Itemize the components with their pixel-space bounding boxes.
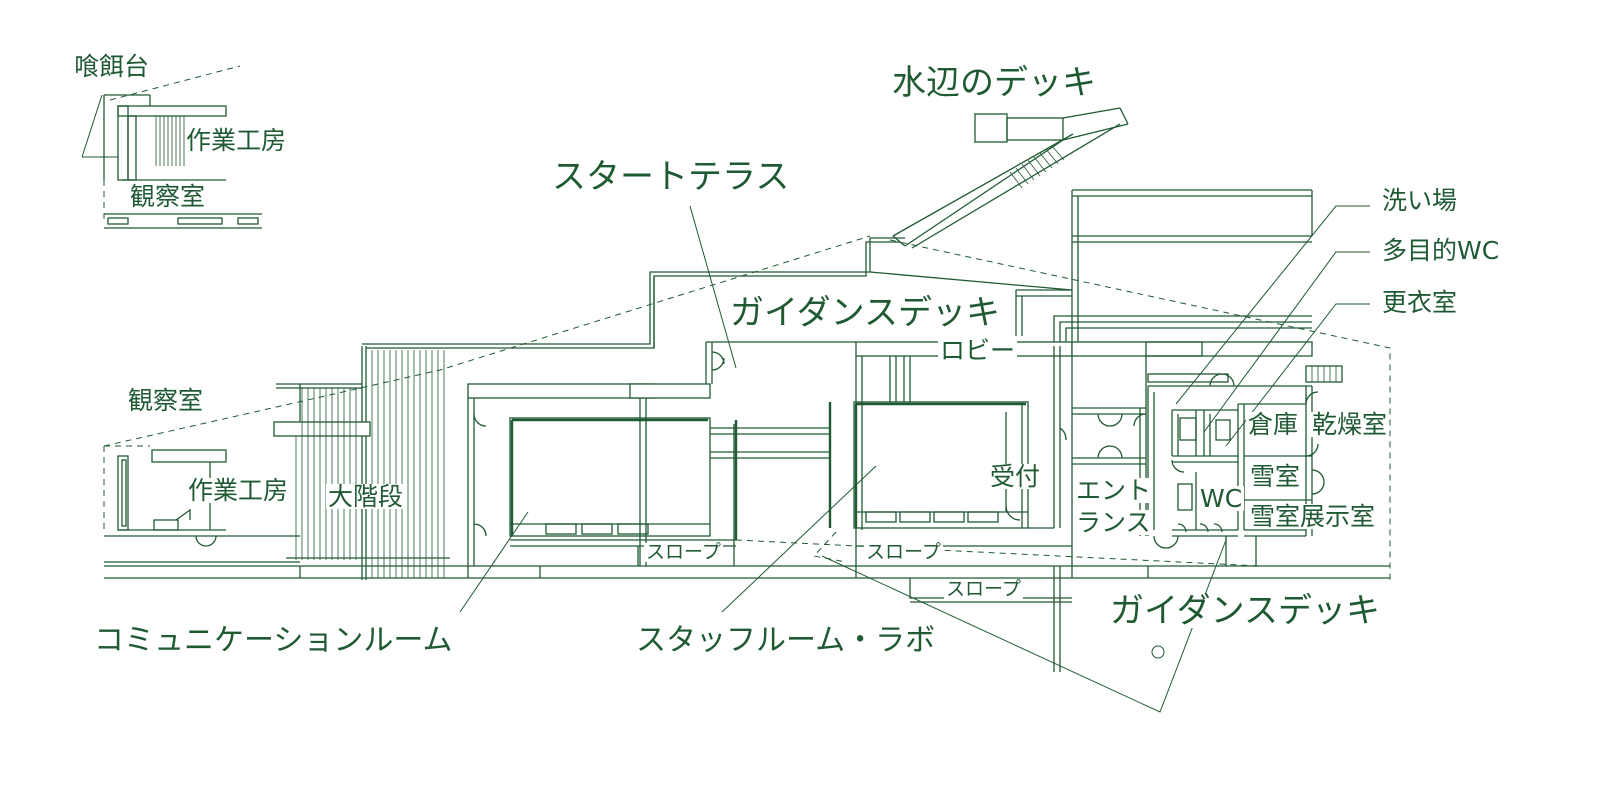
inset-top-stair-hatch <box>155 116 185 166</box>
left-observation-building <box>104 449 300 563</box>
communication-room-structure <box>467 383 830 566</box>
label-snow-exhibit: 雪室展示室 <box>1248 502 1378 531</box>
label-workshop-top: 作業工房 <box>186 126 287 155</box>
grand-stairs-hatch <box>295 350 445 578</box>
label-observation-bottom: 観察室 <box>128 386 204 415</box>
leader-lines <box>459 205 1370 713</box>
label-snow-room: 雪室 <box>1248 462 1303 491</box>
staff-room-structure <box>828 341 1073 566</box>
label-multipurpose-wc: 多目的WC <box>1382 236 1500 265</box>
label-reception: 受付 <box>988 462 1043 491</box>
label-slope-1: スロープ <box>644 541 723 563</box>
label-lobby: ロビー <box>938 336 1018 365</box>
label-feeding-platform: 喰餌台 <box>74 52 150 81</box>
label-entrance-line2: ランス <box>1074 508 1153 537</box>
waterside-ramp-hatch <box>1009 145 1065 189</box>
label-slope-2: スロープ <box>864 541 943 563</box>
label-entrance-line1: エント <box>1074 476 1154 505</box>
waterside-deck-structure <box>892 107 1129 249</box>
label-staff-room-lab: スタッフルーム・ラボ <box>636 623 936 658</box>
label-start-terrace: スタートテラス <box>552 157 790 197</box>
ground-baseline <box>104 565 1390 579</box>
upper-terrace-edges <box>361 189 1313 580</box>
label-communication-room: コミュニケーションルーム <box>94 623 453 658</box>
label-guidance-deck-top: ガイダンスデッキ <box>728 293 1002 333</box>
label-guidance-deck-bottom: ガイダンスデッキ <box>1108 591 1382 631</box>
label-changing-room: 更衣室 <box>1382 288 1458 317</box>
slopes <box>735 531 1261 672</box>
label-waterside-deck: 水辺のデッキ <box>892 63 1096 103</box>
label-observation-top: 観察室 <box>128 182 208 211</box>
label-storage: 倉庫 <box>1246 410 1301 439</box>
inset-top-building <box>81 65 262 229</box>
label-wc: WC <box>1198 484 1245 513</box>
service-block <box>1147 365 1343 566</box>
label-slope-3: スロープ <box>944 578 1023 600</box>
label-drying-room: 乾燥室 <box>1310 410 1390 439</box>
entrance-structure <box>1071 341 1313 566</box>
site-boundary-dashed <box>103 235 1391 582</box>
start-terrace-structure <box>639 341 856 566</box>
grand-stairs <box>273 350 450 578</box>
label-workshop-bottom: 作業工房 <box>186 476 291 505</box>
label-wash-area: 洗い場 <box>1382 186 1458 215</box>
label-grand-stairs: 大階段 <box>326 482 406 511</box>
